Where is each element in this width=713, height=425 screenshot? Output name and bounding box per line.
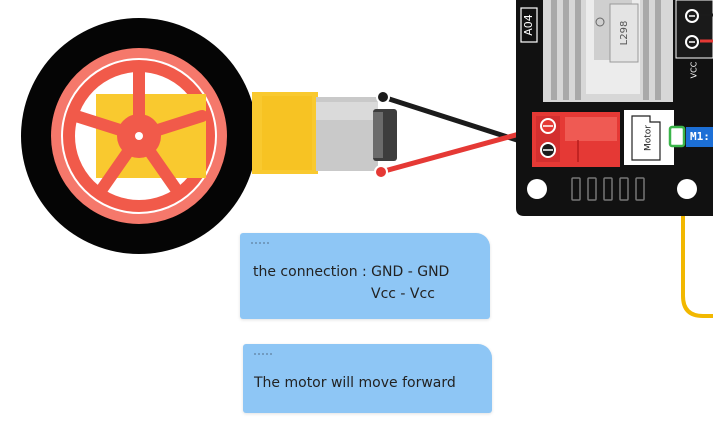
- vcc-screw-top: [685, 9, 699, 23]
- mounting-hole-right: [677, 179, 697, 199]
- motor-connector[interactable]: Motor: [624, 110, 686, 165]
- note-connection[interactable]: the connection : GND - GND Vcc - Vcc: [240, 233, 490, 319]
- l298-chip: [609, 3, 639, 63]
- note-connection-line1: the connection : GND - GND: [253, 264, 450, 280]
- heatsink: [543, 0, 673, 102]
- motor-terminal-red[interactable]: [374, 165, 388, 179]
- vcc-label: VCC: [690, 61, 699, 78]
- pin-header: [571, 177, 645, 201]
- drag-handle-icon[interactable]: [253, 352, 273, 356]
- motor-endcap-highlight: [373, 112, 383, 158]
- note-connection-line2: Vcc - Vcc: [371, 286, 435, 302]
- note-direction[interactable]: The motor will move forward: [243, 344, 492, 413]
- chip-label: L298: [619, 21, 630, 46]
- motor-terminal-block[interactable]: [532, 112, 620, 167]
- port-label: A04: [522, 14, 535, 36]
- wheel[interactable]: [21, 18, 257, 254]
- mounting-hole-left: [527, 179, 547, 199]
- driver-board[interactable]: A04 L298 VCC: [516, 0, 713, 216]
- motor-connector-pin[interactable]: [668, 125, 686, 148]
- dc-motor[interactable]: [252, 92, 397, 174]
- screw-icon: [595, 17, 605, 27]
- drag-handle-icon[interactable]: [250, 241, 270, 245]
- motor-connector-outline: [631, 115, 661, 161]
- terminal-block-face: [565, 117, 617, 141]
- pin-label: M1:: [690, 130, 710, 143]
- motor-gearbox-shade: [262, 96, 312, 170]
- pin-badge: [686, 127, 713, 147]
- note-direction-line1: The motor will move forward: [254, 375, 456, 391]
- port-label-box: [520, 7, 538, 43]
- vcc-screw-bottom: [685, 35, 699, 49]
- motor-body-highlight: [316, 102, 378, 120]
- wheel-axle: [135, 132, 143, 140]
- motor-terminal-black[interactable]: [376, 90, 390, 104]
- motor-label: Motor: [644, 125, 654, 151]
- wire-signal-yellow[interactable]: [681, 142, 713, 318]
- vcc-terminal-block: [675, 0, 713, 59]
